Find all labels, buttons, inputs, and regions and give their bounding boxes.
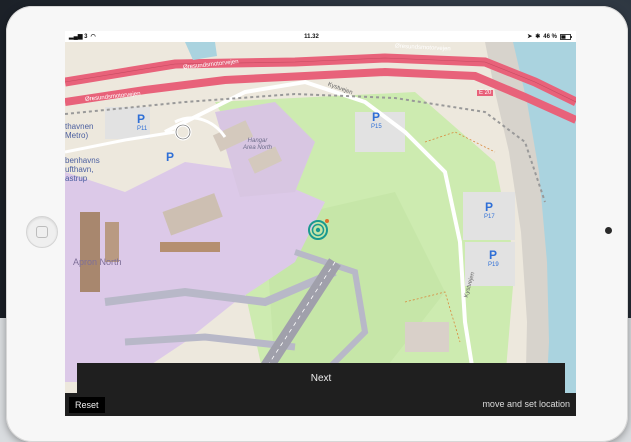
parking-icon: P (372, 110, 381, 124)
signal-icon: ▂▄▆ 3 (69, 34, 88, 40)
reset-button[interactable]: Reset (69, 397, 105, 413)
parking-icon: P (489, 248, 498, 262)
location-arrow-icon: ➤ (527, 34, 533, 40)
home-square-icon (36, 226, 48, 238)
parking-label-p15: P15 (371, 124, 382, 130)
parking-label-p19: P19 (488, 262, 499, 268)
parking-label-p11: P11 (137, 126, 148, 132)
camera-icon (605, 227, 612, 234)
map-canvas[interactable] (65, 42, 576, 416)
apron-label: Apron North (73, 257, 122, 267)
bluetooth-icon: ✱ (535, 34, 541, 40)
battery-percent: 46 % (543, 33, 557, 40)
status-bar: ▂▄▆ 3 ◠ 11.32 ➤ ✱ 46 % (65, 31, 576, 42)
location-marker-icon[interactable] (308, 219, 329, 240)
parking-icon: P (485, 200, 494, 214)
wifi-icon: ◠ (90, 34, 96, 40)
battery-icon (560, 33, 572, 40)
parking-label-p17: P17 (484, 214, 495, 220)
next-button[interactable]: Next (77, 363, 565, 393)
road-label-e20: E 20 (477, 90, 494, 96)
bottom-toolbar: Reset move and set location (65, 393, 576, 416)
instruction-text: move and set location (482, 399, 570, 409)
airport-station-label: benhavns ufthavn, astrup (65, 156, 100, 183)
parking-icon: P (137, 112, 146, 126)
map-view[interactable]: Øresundsmotorvejen Øresundsmotorvejen Ør… (65, 42, 576, 416)
app-screen: ▂▄▆ 3 ◠ 11.32 ➤ ✱ 46 % (65, 31, 576, 416)
hangar-area-label: Hangar Area North (243, 138, 273, 151)
status-time: 11.32 (304, 33, 319, 40)
station-label: thavnen Metro) (65, 122, 94, 140)
parking-icon: P (166, 150, 175, 164)
home-button[interactable] (26, 216, 58, 248)
